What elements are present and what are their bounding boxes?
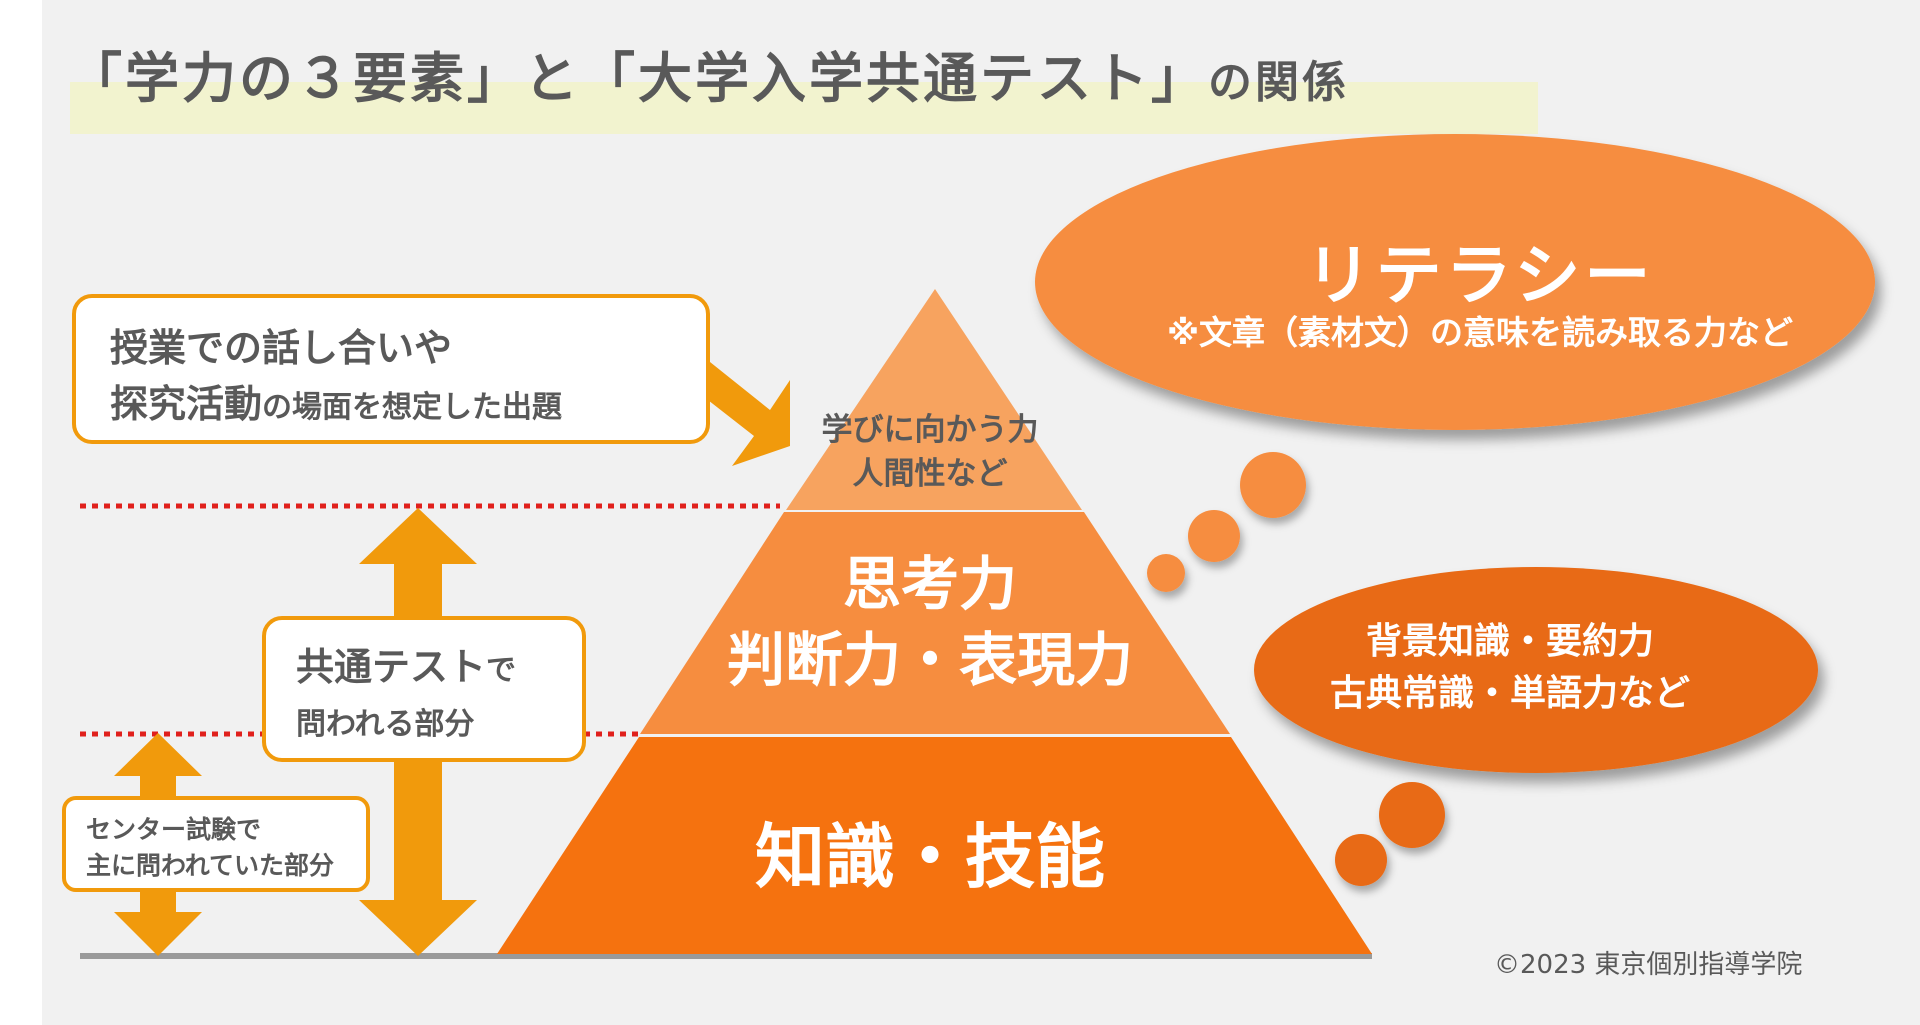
center-exam-callout-box: センター試験で 主に問われていた部分: [62, 796, 370, 892]
thought-dot-lower-large: [1379, 782, 1445, 848]
thought-dot-upper-large: [1240, 452, 1306, 518]
discussion-line-2: 探究活動の場面を想定した出題: [110, 376, 706, 436]
thought-dot-upper-medium: [1188, 510, 1240, 562]
common-test-line-2: 問われる部分: [296, 707, 475, 742]
literacy-note: ※文章（素材文）の意味を読み取る力など: [1166, 313, 1794, 352]
common-test-line-1-bold: 共通テスト: [296, 645, 487, 689]
discussion-callout-box: 授業での話し合いや 探究活動の場面を想定した出題: [72, 294, 710, 444]
knowledge-line-1: 背景知識・要約力: [1365, 621, 1654, 662]
thought-dot-lower-small: [1335, 834, 1387, 886]
knowledge-bubble: [1254, 567, 1818, 773]
knowledge-bubble-text: 背景知識・要約力 古典常識・単語力など: [1250, 616, 1770, 720]
pyramid-middle-line-1: 思考力: [842, 550, 1017, 618]
pyramid-top-line-2: 人間性など: [852, 456, 1008, 492]
page-title: 「学力の３要素」と「大学入学共通テスト」の関係: [68, 34, 1349, 113]
thought-dot-upper-small: [1147, 554, 1185, 592]
literacy-bubble: [1035, 134, 1875, 430]
discussion-line-1: 授業での話し合いや: [110, 326, 453, 370]
discussion-line-2-bold: 探究活動: [110, 382, 263, 426]
pyramid-top-label: 学びに向かう力 人間性など: [760, 408, 1100, 496]
pyramid-top-line-1: 学びに向かう力: [821, 412, 1039, 448]
center-exam-line-1: センター試験で: [86, 815, 262, 844]
pyramid-bottom-label: 知識・技能: [755, 816, 1105, 898]
pyramid-top-layer: [786, 289, 1082, 510]
copyright-footer: ©2023 東京個別指導学院: [1494, 950, 1803, 980]
center-exam-line-2: 主に問われていた部分: [86, 851, 335, 880]
title-main: 「学力の３要素」と「大学入学共通テスト」: [68, 47, 1208, 110]
pyramid-middle-label: 思考力 判断力・表現力: [640, 546, 1220, 698]
common-test-callout-box: 共通テストで 問われる部分: [262, 616, 586, 762]
knowledge-line-2: 古典常識・単語力など: [1329, 673, 1690, 714]
discussion-pointer-arrow: [690, 354, 790, 466]
title-highlight: [70, 82, 1538, 134]
pyramid-middle-line-2: 判断力・表現力: [726, 626, 1133, 694]
common-test-line-1-rest: で: [486, 653, 517, 688]
title-suffix: の関係: [1208, 57, 1349, 108]
pyramid-middle-layer: [640, 512, 1230, 734]
literacy-title: リテラシー: [1305, 237, 1655, 314]
common-test-line-1: 共通テストで: [296, 640, 582, 698]
discussion-line-2-rest: の場面を想定した出題: [262, 390, 563, 425]
pyramid-bottom-layer: [497, 737, 1372, 954]
